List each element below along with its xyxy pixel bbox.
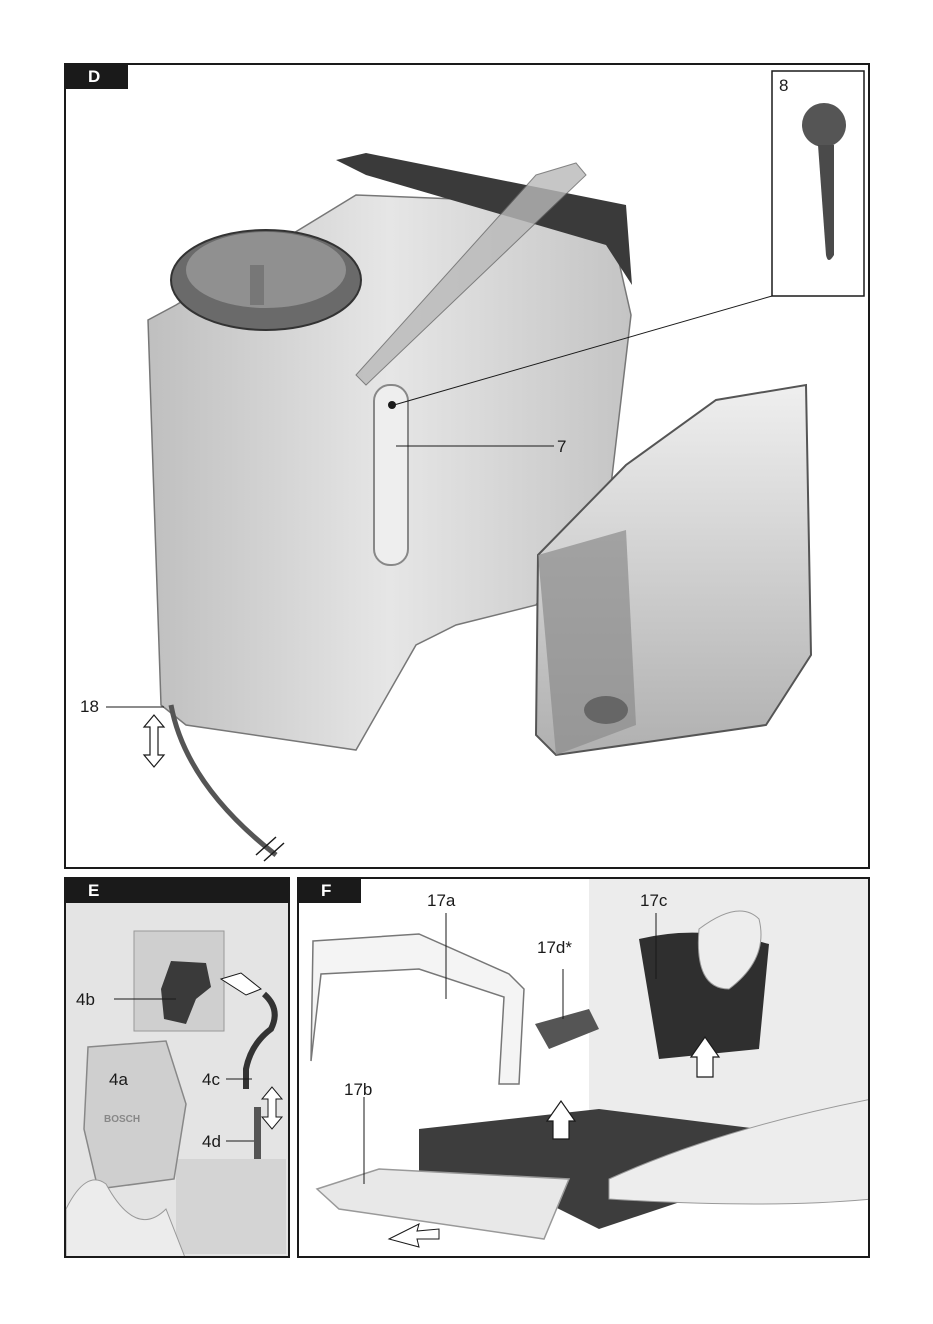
label-4b: 4b	[76, 991, 95, 1009]
pull-arrow-icon	[389, 1224, 439, 1247]
updown-arrow-icon	[144, 715, 164, 767]
label-7: 7	[557, 438, 566, 456]
scoop-bowl	[802, 103, 846, 147]
label-17c: 17c	[640, 892, 667, 910]
label-17b: 17b	[344, 1081, 372, 1099]
drip-grid	[176, 1159, 286, 1254]
panel-d: D	[64, 63, 870, 869]
panel-17a	[311, 934, 524, 1084]
label-17a: 17a	[427, 892, 455, 910]
brand-bosch: BOSCH	[104, 1111, 140, 1129]
tank-valve	[584, 696, 628, 724]
label-8: 8	[779, 77, 788, 95]
panel-e: E 4b 4a BOSCH 4c 4d	[64, 877, 290, 1258]
label-4a: 4a	[109, 1071, 128, 1089]
scoop-slot	[374, 385, 408, 565]
label-4c: 4c	[202, 1071, 220, 1089]
label-17d: 17d*	[537, 939, 572, 957]
label-18: 18	[80, 698, 99, 716]
grid-17b	[317, 1169, 569, 1239]
panel-f: F 17a 17c 17d* 17b	[297, 877, 870, 1258]
hopper-spindle	[250, 265, 264, 305]
panel-d-illustration	[66, 65, 870, 869]
bean-hopper-inner	[186, 232, 346, 308]
label-4d: 4d	[202, 1133, 221, 1151]
panel-e-illustration	[66, 879, 290, 1258]
panel-f-illustration	[299, 879, 870, 1258]
